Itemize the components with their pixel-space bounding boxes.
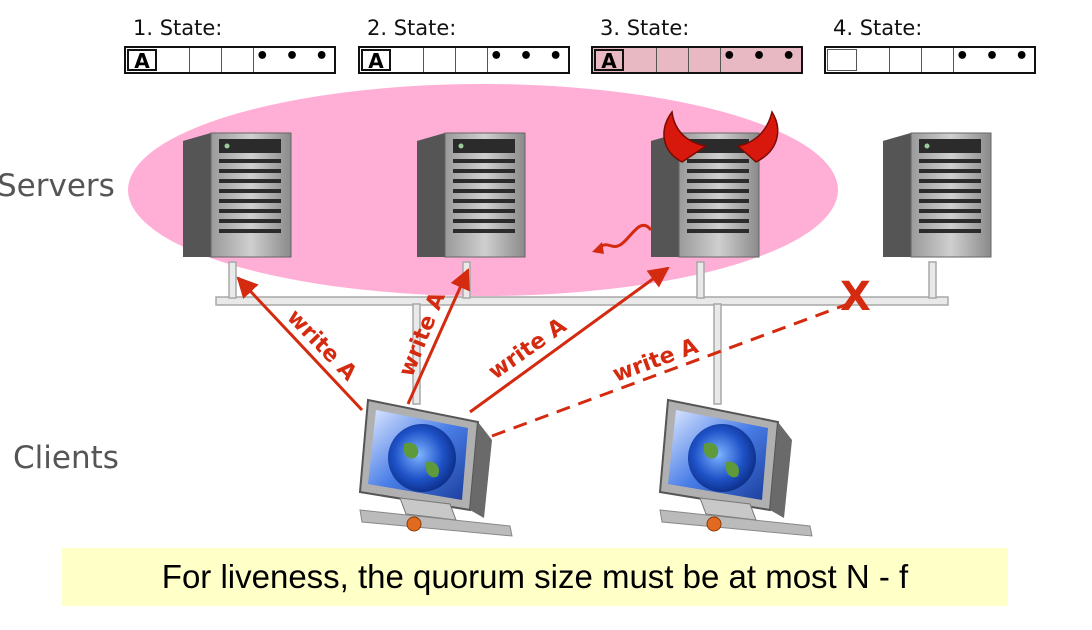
state-ellipsis: • • • [955, 44, 1033, 69]
state-ellipsis: • • • [255, 44, 333, 69]
state-ellipsis: • • • [489, 44, 567, 69]
state-array-3: A • • • [591, 46, 803, 74]
write-arrow-server-4-failed [491, 302, 849, 438]
caption-text: For liveness, the quorum size must be at… [62, 548, 1008, 606]
state-array-1: A • • • [124, 46, 336, 74]
state-cell-value [827, 49, 857, 71]
server-icon [417, 132, 526, 258]
write-arrow-server-3 [469, 266, 670, 414]
state-array-2: A • • • [358, 46, 570, 74]
write-arrow-server-2 [406, 268, 470, 405]
servers-label: Servers [0, 168, 115, 204]
server-icon [183, 132, 292, 258]
state-title-2: 2. State: [367, 16, 457, 40]
server-icon [883, 132, 992, 258]
state-cell-value: A [127, 49, 157, 71]
clients-label: Clients [13, 440, 119, 476]
client-computer-icon [658, 398, 813, 537]
devil-horns-icon [663, 110, 779, 163]
devil-tail-tip-icon [592, 242, 604, 254]
arrow-label-4: write A [610, 334, 702, 388]
state-cell-value: A [594, 49, 624, 71]
state-cell-value: A [361, 49, 391, 71]
devil-tail-icon [598, 223, 653, 250]
state-title-1: 1. State: [133, 16, 223, 40]
state-array-4: • • • [824, 46, 1036, 74]
client-computer-icon [358, 398, 513, 537]
failure-x-icon: X [840, 274, 871, 320]
state-title-4: 4. State: [833, 16, 923, 40]
state-ellipsis: • • • [722, 44, 800, 69]
server-icon [651, 132, 760, 258]
write-arrow-server-1 [236, 276, 364, 412]
state-title-3: 3. State: [600, 16, 690, 40]
arrow-label-1: write A [282, 305, 362, 386]
